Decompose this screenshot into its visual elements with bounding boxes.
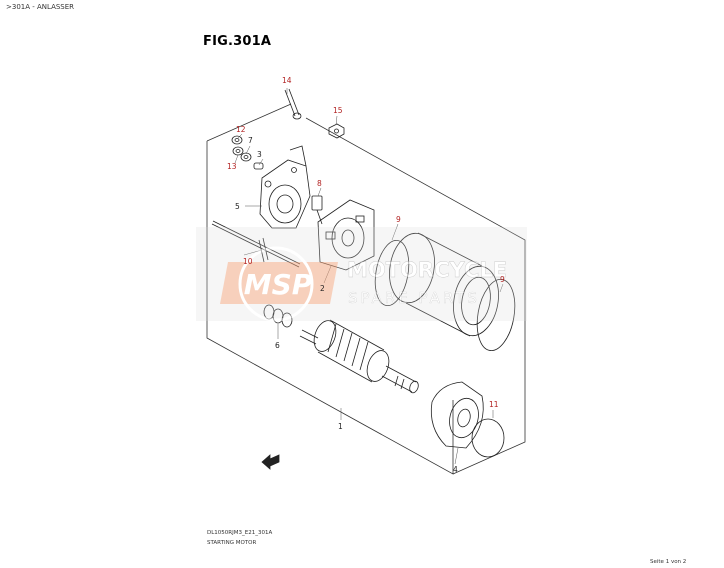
diagram-caption: STARTING MOTOR <box>207 540 257 546</box>
assembly-outline <box>206 103 526 475</box>
part-labels: 14 15 12 7 13 3 5 8 9 9 10 2 6 1 11 4 <box>227 76 505 474</box>
part-label-5: 5 <box>235 202 240 211</box>
parts-artwork <box>211 88 516 470</box>
part-label-2: 2 <box>320 284 325 293</box>
part-label-6: 6 <box>275 341 280 350</box>
part-label-8: 8 <box>317 179 322 188</box>
part-label-14: 14 <box>282 76 292 85</box>
watermark-brand-line2: SPARE PARTS <box>348 289 480 307</box>
armature-1 <box>299 319 419 394</box>
figure-title: FIG.301A <box>203 34 272 49</box>
bolt-14 <box>284 88 302 120</box>
o-ring-9a <box>374 239 410 307</box>
model-code: DL1050RJM3_E21_301A <box>207 530 273 536</box>
part-label-1: 1 <box>338 422 343 431</box>
yoke <box>389 232 499 337</box>
nut-15 <box>328 123 345 139</box>
end-housing-5 <box>259 145 311 229</box>
part-label-11: 11 <box>489 400 499 409</box>
seal-3 <box>253 162 264 170</box>
part-label-9-upper: 9 <box>396 215 401 224</box>
part-label-7: 7 <box>248 136 253 145</box>
watermark-logo <box>220 262 338 304</box>
o-ring-9b <box>476 279 516 351</box>
page-indicator: Seite 1 von 2 <box>650 559 687 565</box>
brush-holder-2 <box>317 199 375 271</box>
washers-12-13-7 <box>231 135 252 162</box>
part-label-3: 3 <box>257 150 262 159</box>
breadcrumb[interactable]: >301A - ANLASSER <box>6 3 75 11</box>
watermark: MSP MOTORCYCLE SPARE PARTS <box>196 227 527 322</box>
watermark-brand-line1: MOTORCYCLE <box>347 258 507 282</box>
part-label-15: 15 <box>333 106 343 115</box>
part-label-12: 12 <box>236 125 246 134</box>
part-label-13: 13 <box>227 162 237 171</box>
watermark-logo-text: MSP <box>244 268 313 301</box>
part-label-9-lower: 9 <box>500 275 505 284</box>
o-ring-11 <box>471 418 505 458</box>
front-housing-4 <box>430 381 484 449</box>
front-arrow-icon <box>261 454 280 470</box>
brush-lead-8 <box>311 195 323 225</box>
part-label-4: 4 <box>453 465 458 474</box>
part-label-10: 10 <box>243 257 253 266</box>
